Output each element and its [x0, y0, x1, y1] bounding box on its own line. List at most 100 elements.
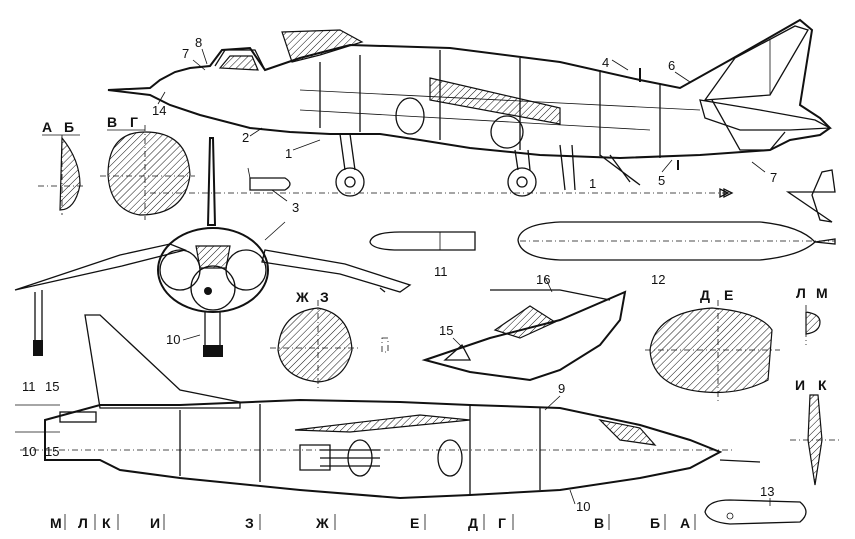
callout-1-aft: 1: [589, 176, 596, 191]
pitot-detail-shape: [249, 177, 291, 191]
front-canopy: [195, 245, 231, 269]
station-row: М Л К И З Ж Е Д Г В Б А: [50, 514, 696, 531]
station-label-1: М: [50, 515, 62, 531]
callout-15-plan-top: 15: [45, 379, 59, 394]
plan-view: [20, 314, 761, 500]
front-left-outrigger: [34, 290, 43, 345]
side-rear-nozzle: [490, 115, 524, 149]
front-fin: [206, 137, 217, 226]
callout-11-tank: 11: [434, 264, 448, 279]
callout-14: 14: [152, 103, 166, 118]
detail-13: [704, 499, 807, 525]
plan-canopy-hatch: [598, 419, 657, 446]
side-ventral-fin: [711, 99, 786, 151]
callout-13: 13: [760, 484, 774, 499]
callout-5: 5: [658, 173, 665, 188]
callout-leaders: [157, 48, 771, 506]
station-label-12: А: [680, 515, 690, 531]
side-main-wheel: [507, 167, 537, 197]
front-right-intake: [225, 249, 267, 291]
callout-8: 8: [195, 35, 202, 50]
callout-7-nose: 7: [182, 46, 189, 61]
station-label-8: Д: [468, 515, 478, 531]
side-canopy: [214, 49, 266, 71]
tail-end-view: [785, 169, 836, 223]
callout-1-forward: 1: [285, 146, 292, 161]
front-gear-wheel: [203, 345, 223, 357]
leader-10c: [569, 489, 576, 505]
station-label-4: И: [150, 515, 160, 531]
section-zh-z-shape: [277, 307, 353, 383]
side-tailplane: [699, 99, 833, 131]
side-wing-root-hatch: [429, 77, 561, 125]
plan-front-nozzle: [347, 439, 373, 477]
leader-7: [192, 59, 206, 71]
front-fuselage-ring: [157, 227, 269, 313]
section-d-e: [645, 300, 780, 402]
leader-16: [544, 276, 553, 293]
front-gear-strut: [204, 312, 221, 350]
front-left-outrigger-wheel: [33, 340, 43, 356]
pitot-detail-line: [247, 167, 251, 179]
station-label-6: Ж: [315, 515, 329, 531]
station-label-2: Л: [78, 515, 88, 531]
callout-7-tail: 7: [770, 170, 777, 185]
callout-10-plan: 10: [22, 444, 36, 459]
callout-numbers: 7 8 14 2 1 3 4 6 1 5 7 11 12 16 15 10 9 …: [22, 35, 777, 514]
section-label-a: А: [42, 119, 52, 135]
callout-12: 12: [651, 272, 665, 287]
side-nose-wheel: [335, 167, 365, 197]
front-left-intake: [159, 249, 201, 291]
front-right-tip: [379, 287, 386, 293]
section-label-m: М: [816, 285, 828, 301]
section-label-b: Б: [64, 119, 74, 135]
leader-9: [544, 395, 561, 411]
nose-detail-open-canopy: [490, 289, 611, 301]
station-label-9: Г: [498, 515, 506, 531]
plan-pitot: [719, 459, 761, 463]
leader-3: [271, 189, 288, 202]
front-nose-sensor: [204, 287, 212, 295]
station-label-10: В: [594, 515, 604, 531]
station-label-11: Б: [650, 515, 660, 531]
leader-15: [452, 337, 466, 351]
station-label-5: З: [245, 515, 254, 531]
side-main-wheel-hub: [516, 176, 528, 188]
section-labels: А Б В Г Ж З Д Е Л М И К: [42, 114, 828, 393]
side-open-canopy: [281, 29, 364, 63]
callout-11-plan: 11: [22, 379, 36, 394]
callout-4: 4: [602, 55, 609, 70]
drop-tank-11: [369, 231, 476, 251]
section-l-m: [805, 305, 821, 345]
side-fin: [703, 25, 809, 101]
leader-8: [201, 48, 208, 65]
front-right-wing: [261, 249, 412, 293]
section-zh-z-small: [381, 337, 389, 353]
plan-wing-hatch: [294, 414, 471, 433]
leader-4: [611, 59, 629, 71]
left-dimension-lines: [15, 404, 60, 433]
section-label-e: Е: [724, 287, 733, 303]
drop-tank-12: [517, 221, 836, 261]
station-tick-marks: [64, 514, 696, 530]
front-view: [14, 137, 412, 357]
section-label-g: Г: [130, 114, 138, 130]
nose-detail-canopy: [493, 305, 557, 339]
section-label-v: В: [107, 114, 117, 130]
side-cockpit-glazing: [218, 55, 259, 71]
drop-tank-12-tip: [814, 238, 836, 245]
plan-panel-lines: [179, 404, 541, 495]
side-nose-wheel-hub: [344, 176, 356, 188]
section-label-l: Л: [796, 285, 806, 301]
leader-2: [249, 127, 263, 137]
side-outrigger: [599, 154, 641, 186]
drop-tank-11-shape: [369, 231, 476, 251]
section-i-k: [790, 394, 840, 486]
side-fuselage-outline: [107, 18, 832, 160]
section-label-z: З: [320, 289, 329, 305]
detail-13-hole: [726, 512, 734, 520]
section-v-g: [100, 125, 195, 220]
callout-3: 3: [292, 200, 299, 215]
section-label-k: К: [818, 377, 827, 393]
